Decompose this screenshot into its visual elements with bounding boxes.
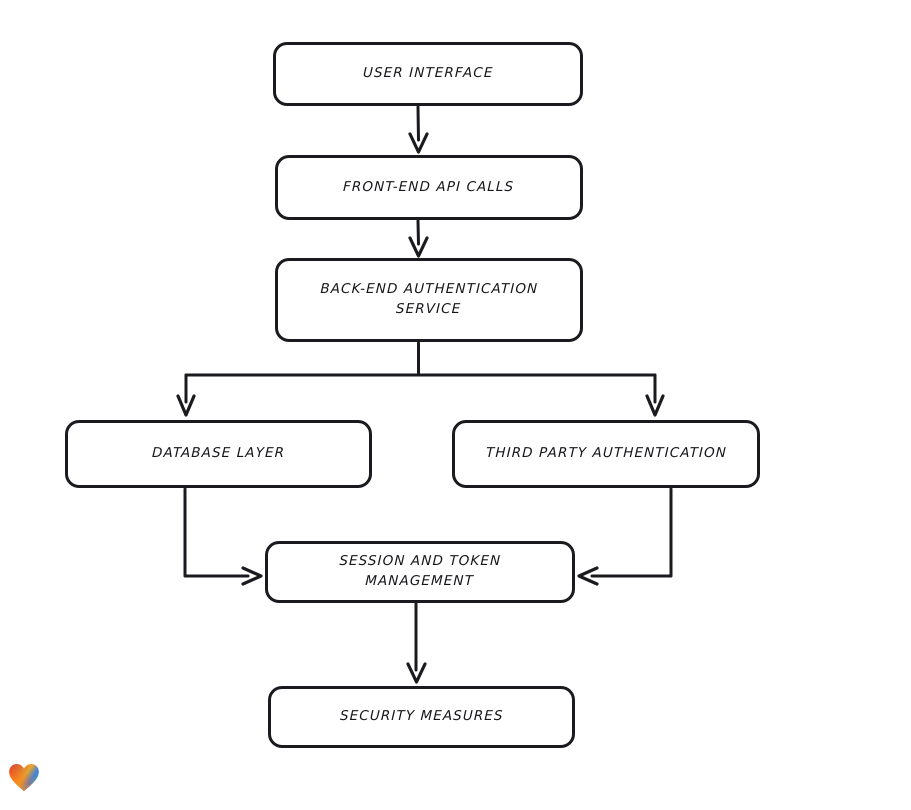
edge-session-to-sec xyxy=(406,602,427,684)
node-session-token-mgmt[interactable]: Session and Token Management xyxy=(265,541,575,603)
node-label-database-layer: Database Layer xyxy=(151,445,286,462)
node-label-user-interface: User Interface xyxy=(362,65,494,82)
edge-third-to-session xyxy=(577,487,673,586)
node-label-third-party-auth: Third Party Authentication xyxy=(485,445,727,462)
node-label-session-token-mgmt: Session and Token Management xyxy=(339,553,502,589)
edge-backend-to-db xyxy=(176,373,196,417)
node-database-layer[interactable]: Database Layer xyxy=(65,420,372,488)
node-security-measures[interactable]: Security Measures xyxy=(268,686,575,748)
edge-db-to-session xyxy=(183,487,263,586)
edge-api-to-backend xyxy=(408,219,429,258)
node-back-end-auth-service[interactable]: Back-End Authentication Service xyxy=(275,258,583,342)
edge-ui-to-api xyxy=(408,105,429,154)
heart-icon xyxy=(8,762,40,792)
node-user-interface[interactable]: User Interface xyxy=(273,42,583,106)
node-label-back-end-auth-service: Back-End Authentication Service xyxy=(320,281,539,317)
edge-backend-split-bus xyxy=(184,341,657,377)
node-label-front-end-api-calls: Front-End API Calls xyxy=(343,178,515,195)
node-front-end-api-calls[interactable]: Front-End API Calls xyxy=(275,155,583,220)
node-third-party-auth[interactable]: Third Party Authentication xyxy=(452,420,760,488)
edge-backend-to-third xyxy=(645,373,665,417)
node-label-security-measures: Security Measures xyxy=(339,708,504,725)
